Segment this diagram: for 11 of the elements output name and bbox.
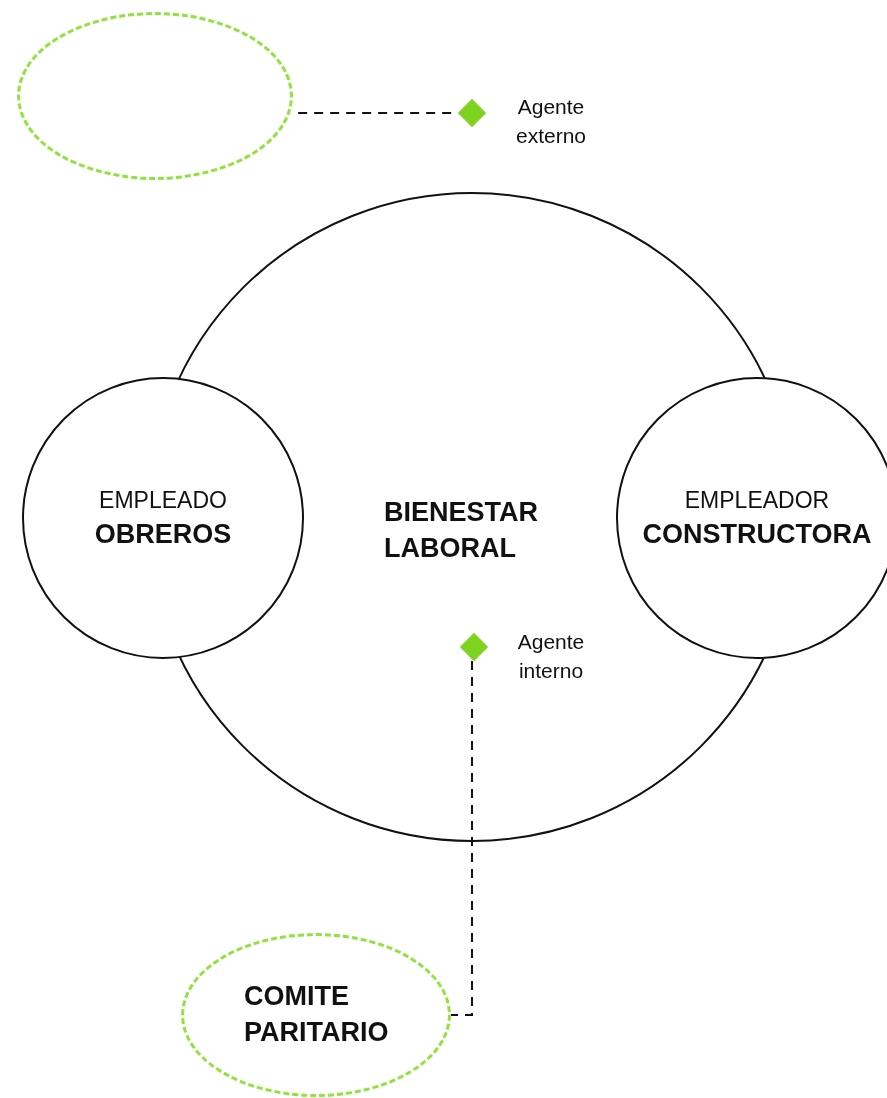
- node-heading: CONSTRUCTORA: [642, 518, 872, 551]
- node-label: EMPLEADOR: [684, 486, 830, 515]
- node-heading: COMITE PARITARIO: [244, 980, 390, 1049]
- node-heading: OBREROS: [94, 518, 232, 551]
- node-heading: BIENESTAR LABORAL: [384, 496, 539, 565]
- agent-label: Agente interno: [516, 629, 586, 684]
- dashed-connector: [450, 660, 473, 1016]
- agent-label: Agente externo: [514, 94, 587, 149]
- dashed-oval: [181, 933, 451, 1097]
- dashed-oval: [17, 12, 293, 180]
- node-label: EMPLEADO: [99, 486, 227, 515]
